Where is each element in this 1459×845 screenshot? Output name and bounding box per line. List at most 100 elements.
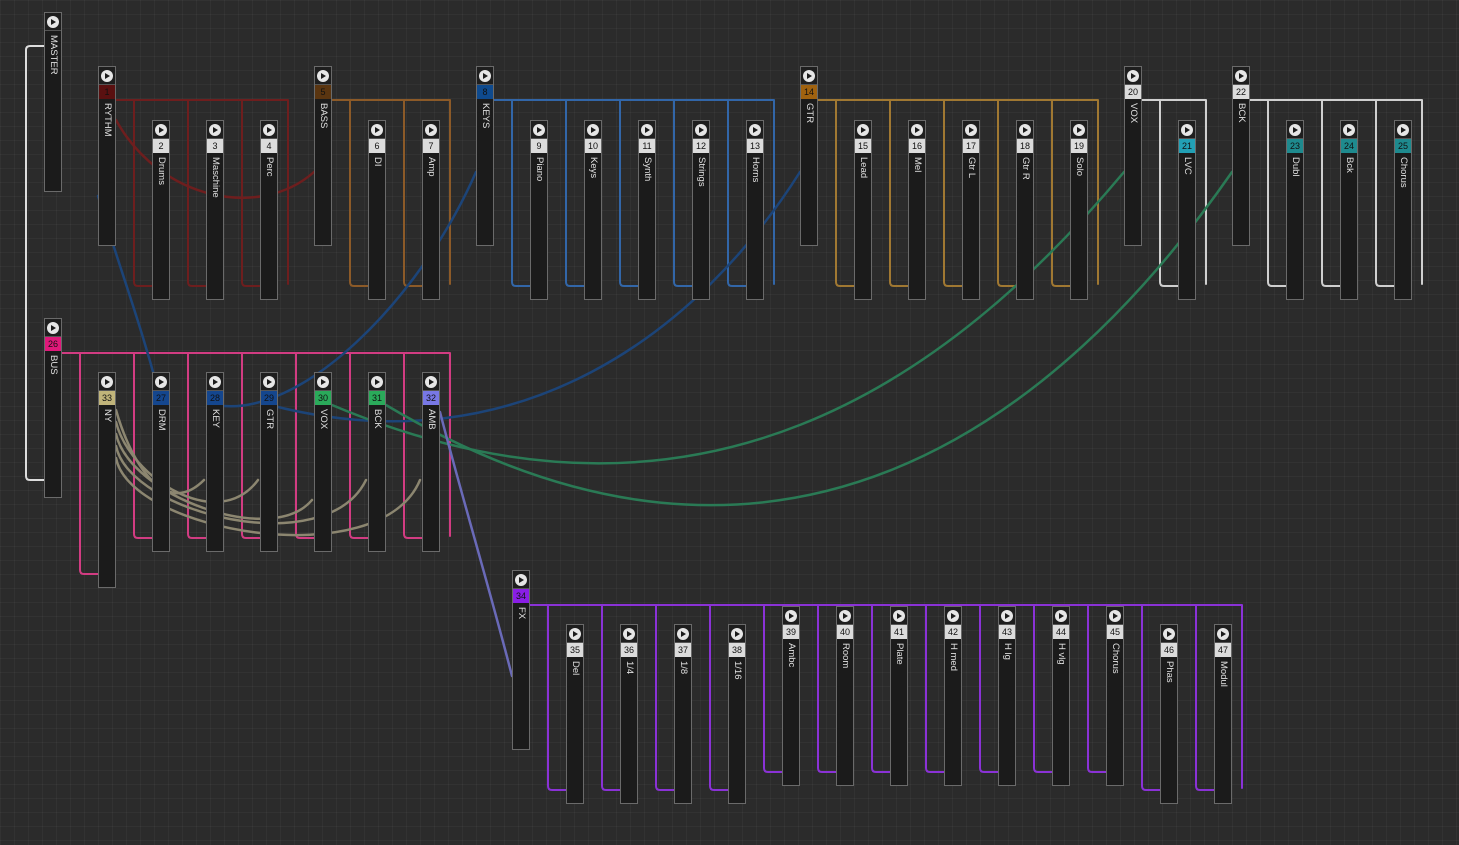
play-icon[interactable] bbox=[1395, 121, 1411, 139]
play-icon[interactable] bbox=[1071, 121, 1087, 139]
play-icon[interactable] bbox=[675, 625, 691, 643]
play-icon[interactable] bbox=[477, 67, 493, 85]
play-icon[interactable] bbox=[1053, 607, 1069, 625]
track-master[interactable]: MASTER bbox=[44, 12, 62, 192]
play-icon[interactable] bbox=[153, 373, 169, 391]
play-icon[interactable] bbox=[1341, 121, 1357, 139]
play-icon[interactable] bbox=[315, 373, 331, 391]
play-icon[interactable] bbox=[945, 607, 961, 625]
play-icon[interactable] bbox=[423, 373, 439, 391]
play-icon[interactable] bbox=[999, 607, 1015, 625]
play-icon[interactable] bbox=[261, 121, 277, 139]
play-icon[interactable] bbox=[837, 607, 853, 625]
play-icon[interactable] bbox=[369, 373, 385, 391]
play-icon[interactable] bbox=[45, 319, 61, 337]
play-icon[interactable] bbox=[891, 607, 907, 625]
play-icon[interactable] bbox=[99, 67, 115, 85]
play-icon[interactable] bbox=[747, 121, 763, 139]
play-icon[interactable] bbox=[153, 121, 169, 139]
play-icon[interactable] bbox=[1179, 121, 1195, 139]
play-icon[interactable] bbox=[207, 121, 223, 139]
play-icon[interactable] bbox=[1017, 121, 1033, 139]
play-icon[interactable] bbox=[99, 373, 115, 391]
play-icon[interactable] bbox=[729, 625, 745, 643]
play-icon[interactable] bbox=[207, 373, 223, 391]
play-icon[interactable] bbox=[585, 121, 601, 139]
play-icon[interactable] bbox=[369, 121, 385, 139]
play-icon[interactable] bbox=[1125, 67, 1141, 85]
play-icon[interactable] bbox=[1215, 625, 1231, 643]
play-icon[interactable] bbox=[639, 121, 655, 139]
track-name: Mel bbox=[912, 157, 923, 173]
play-icon[interactable] bbox=[423, 121, 439, 139]
play-icon[interactable] bbox=[621, 625, 637, 643]
track-number: 23 bbox=[1287, 139, 1303, 153]
play-icon[interactable] bbox=[567, 625, 583, 643]
play-icon[interactable] bbox=[531, 121, 547, 139]
play-icon[interactable] bbox=[513, 571, 529, 589]
play-icon[interactable] bbox=[783, 607, 799, 625]
play-icon[interactable] bbox=[261, 373, 277, 391]
play-icon[interactable] bbox=[1287, 121, 1303, 139]
play-icon[interactable] bbox=[315, 67, 331, 85]
play-icon[interactable] bbox=[45, 13, 61, 31]
play-icon[interactable] bbox=[801, 67, 817, 85]
play-icon[interactable] bbox=[1107, 607, 1123, 625]
play-icon[interactable] bbox=[1233, 67, 1249, 85]
play-icon[interactable] bbox=[909, 121, 925, 139]
play-icon[interactable] bbox=[855, 121, 871, 139]
track-name: Synth bbox=[642, 157, 653, 182]
play-icon[interactable] bbox=[693, 121, 709, 139]
play-icon[interactable] bbox=[963, 121, 979, 139]
play-icon[interactable] bbox=[1161, 625, 1177, 643]
